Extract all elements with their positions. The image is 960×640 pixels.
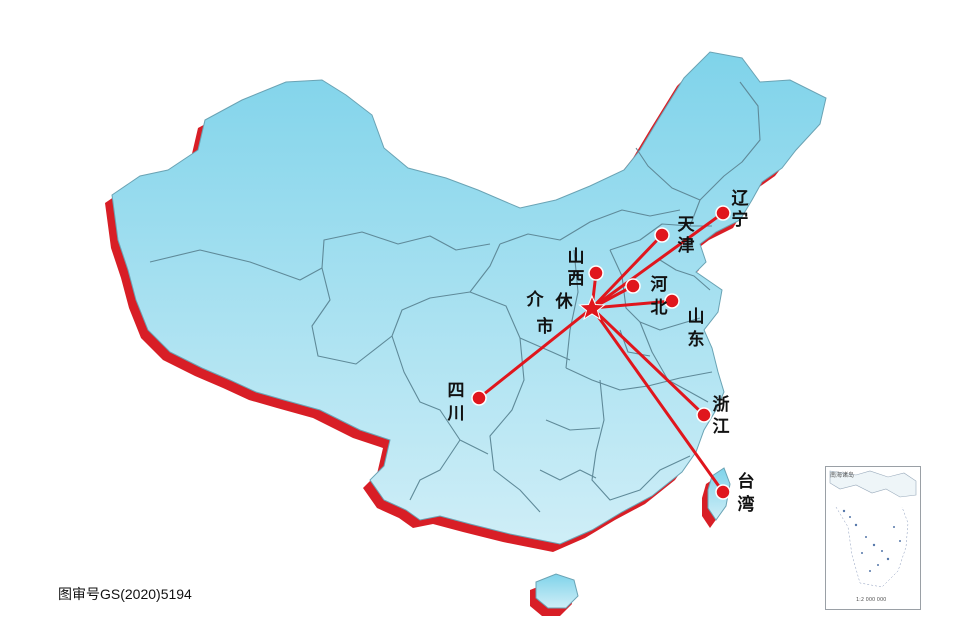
svg-text:辽: 辽 [732,189,750,209]
label-shandong: 山 东 [688,307,705,350]
marker-hebei-1 [625,278,641,294]
inset-caption: 1:2 000 000 [856,597,887,603]
route-tianjin [590,233,664,310]
marker-liaoning [715,205,731,221]
origin-label: 介 休 市 [526,289,574,337]
svg-text:河: 河 [651,275,668,295]
label-shanxi: 山 西 [568,247,585,289]
destination-markers [471,205,731,500]
route-liaoning [590,211,725,310]
label-zhejiang: 浙 江 [713,394,730,437]
marker-sichuan [471,390,487,406]
label-origin-ch1: 介 [526,289,545,310]
south-china-sea-inset: 南海诸岛 1:2 000 000 [825,466,921,610]
svg-text:津: 津 [678,235,695,256]
marker-tianjin [654,227,670,243]
svg-text:四: 四 [448,381,465,401]
svg-text:北: 北 [651,298,668,318]
svg-text:川: 川 [447,404,465,424]
label-taiwan: 台 湾 [738,471,755,515]
hainan-island [535,573,579,609]
label-sichuan: 四 川 [447,381,465,424]
star-icon [578,294,606,321]
marker-taiwan [715,484,731,500]
svg-text:山: 山 [688,307,705,327]
svg-text:东: 东 [688,329,705,350]
svg-text:湾: 湾 [738,494,755,515]
route-zhejiang [590,306,706,417]
inset-title: 南海诸岛 [830,472,855,479]
route-hebei-2 [590,299,674,310]
route-sichuan [477,306,594,400]
label-tianjin: 天 津 [678,215,696,256]
map-land [111,51,827,545]
svg-text:宁: 宁 [732,209,749,230]
label-hebei: 河 北 [651,275,668,318]
route-taiwan [590,306,725,494]
svg-text:江: 江 [713,417,730,437]
svg-text:西: 西 [568,269,585,289]
label-origin-ch2: 休 [555,291,574,312]
label-origin-ch3: 市 [537,316,554,337]
marker-shanxi [588,265,604,281]
svg-text:山: 山 [568,247,585,267]
svg-text:台: 台 [738,471,755,492]
marker-hebei-2 [664,293,680,309]
svg-text:天: 天 [678,215,696,235]
marker-zhejiang [696,407,712,423]
map-approval-number: 图审号GS(2020)5194 [58,586,192,602]
label-liaoning: 辽 宁 [732,189,750,230]
svg-text:浙: 浙 [713,394,730,415]
inset-map [829,470,917,588]
